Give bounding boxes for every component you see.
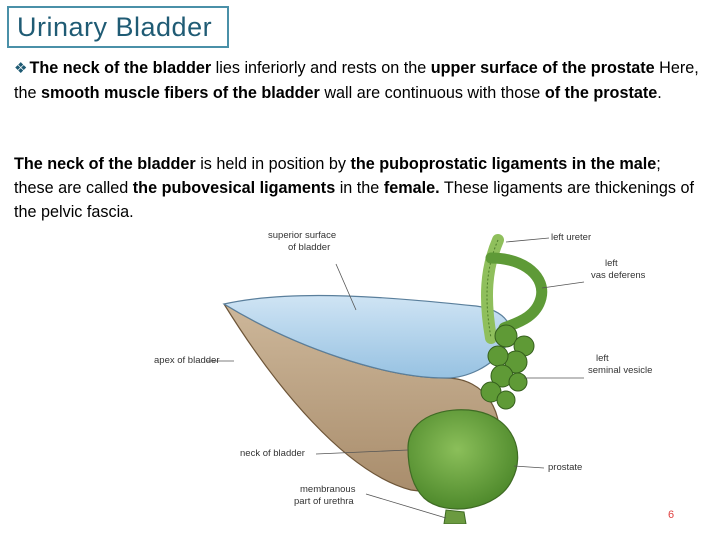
label-line: left — [605, 258, 618, 269]
text-bold: upper surface of the prostate — [430, 59, 655, 77]
label-line: of bladder — [288, 242, 331, 253]
text: ; these are called — [14, 155, 661, 197]
text: Here, the — [14, 59, 699, 102]
text-bold: female. — [383, 179, 440, 197]
text: wall are continuous with those — [319, 84, 545, 102]
text-bold: The neck of the bladder — [14, 155, 196, 173]
paragraph-neck-position: ❖The neck of the bladder lies inferiorly… — [14, 56, 704, 105]
page-number: 6 — [668, 509, 675, 521]
prostate — [407, 409, 519, 510]
text: . — [657, 84, 662, 102]
label-line: seminal vesicle — [588, 365, 653, 376]
label-line: membranous — [300, 484, 356, 495]
label-line: part of urethra — [294, 496, 354, 507]
label-superior-surface: superior surface of bladder — [268, 230, 336, 254]
label-neck: neck of bladder — [240, 448, 305, 459]
left-ureter-outline — [486, 239, 499, 339]
label-left-vas-deferens: left vas deferens — [591, 258, 645, 282]
text: These ligaments are thickenings of the p… — [14, 179, 694, 221]
leader-lines — [206, 237, 585, 519]
label-line: superior surface — [268, 230, 337, 241]
bladder-illustration: superior surface of bladder left ureter … — [146, 228, 654, 524]
urethra — [443, 509, 467, 524]
paragraph-ligaments: The neck of the bladder is held in posit… — [14, 152, 704, 224]
text: in the — [335, 179, 384, 197]
left-vas-deferens — [485, 252, 548, 334]
label-apex: apex of bladder — [154, 355, 220, 366]
text-bold: of the prostate — [544, 84, 658, 102]
label-line: vas deferens — [591, 270, 646, 281]
title-box: Urinary Bladder — [7, 6, 229, 48]
label-left-ureter: left ureter — [551, 232, 592, 243]
text-bold: The neck of the bladder — [29, 59, 212, 77]
text-bold: the pubovesical ligaments — [132, 179, 336, 197]
text: lies inferiorly and rests on the — [211, 59, 431, 77]
text-bold: smooth muscle fibers of the bladder — [41, 84, 320, 102]
label-line: left — [596, 353, 609, 364]
bladder-drawing — [206, 234, 585, 524]
label-prostate: prostate — [548, 462, 583, 473]
text-bold: the puboprostatic ligaments in the male — [350, 155, 657, 173]
seminal-vesicle — [480, 324, 535, 410]
label-left-seminal-vesicle: left seminal vesicle — [588, 353, 652, 377]
bullet-icon: ❖ — [14, 60, 28, 77]
slide-title: Urinary Bladder — [17, 11, 213, 42]
text: is held in position by — [195, 155, 351, 173]
label-membranous-urethra: membranous part of urethra — [294, 484, 355, 508]
